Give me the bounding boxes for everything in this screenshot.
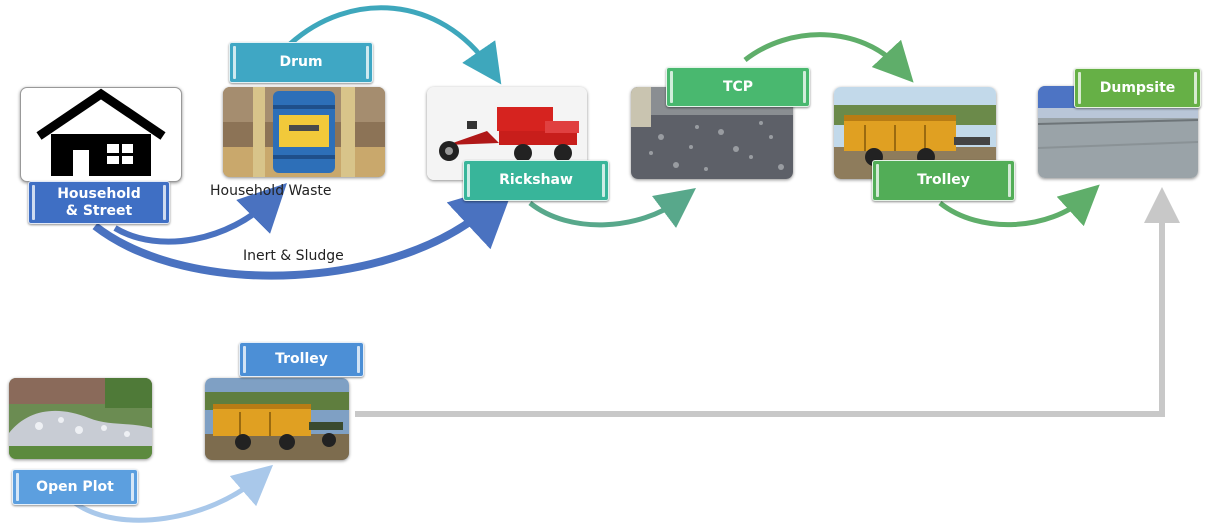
label-tcp: TCP <box>666 67 810 107</box>
label-drum: Drum <box>229 42 373 83</box>
house-icon <box>20 87 182 182</box>
arrow-tcp-to-trolley <box>743 32 914 83</box>
label-open-plot: Open Plot <box>12 469 138 505</box>
arrow-rickshaw-to-tcp <box>528 188 697 228</box>
caption-inert-sludge: Inert & Sludge <box>243 248 344 264</box>
label-dumpsite: Dumpsite <box>1074 68 1201 108</box>
arrow-household-to-rickshaw <box>92 182 516 280</box>
connector-trolley-to-dumpsite <box>355 187 1180 417</box>
label-trolley-top: Trolley <box>872 160 1015 201</box>
arrow-household-to-household-waste <box>113 183 287 245</box>
caption-household-waste: Household Waste <box>210 183 332 199</box>
open-plot-photo <box>9 378 152 459</box>
drum-photo <box>223 87 385 177</box>
label-household-street: Household& Street <box>28 181 170 224</box>
label-household-line1: Household <box>57 185 141 202</box>
label-household-line2: & Street <box>65 202 133 219</box>
trolley-photo-bottom <box>205 378 349 460</box>
arrow-drum-to-rickshaw <box>288 5 502 85</box>
arrow-trolley-to-dumpsite <box>938 184 1100 228</box>
arrow-openplot-to-trolley <box>73 464 274 523</box>
label-rickshaw: Rickshaw <box>463 160 609 201</box>
label-trolley-bottom: Trolley <box>239 342 364 377</box>
